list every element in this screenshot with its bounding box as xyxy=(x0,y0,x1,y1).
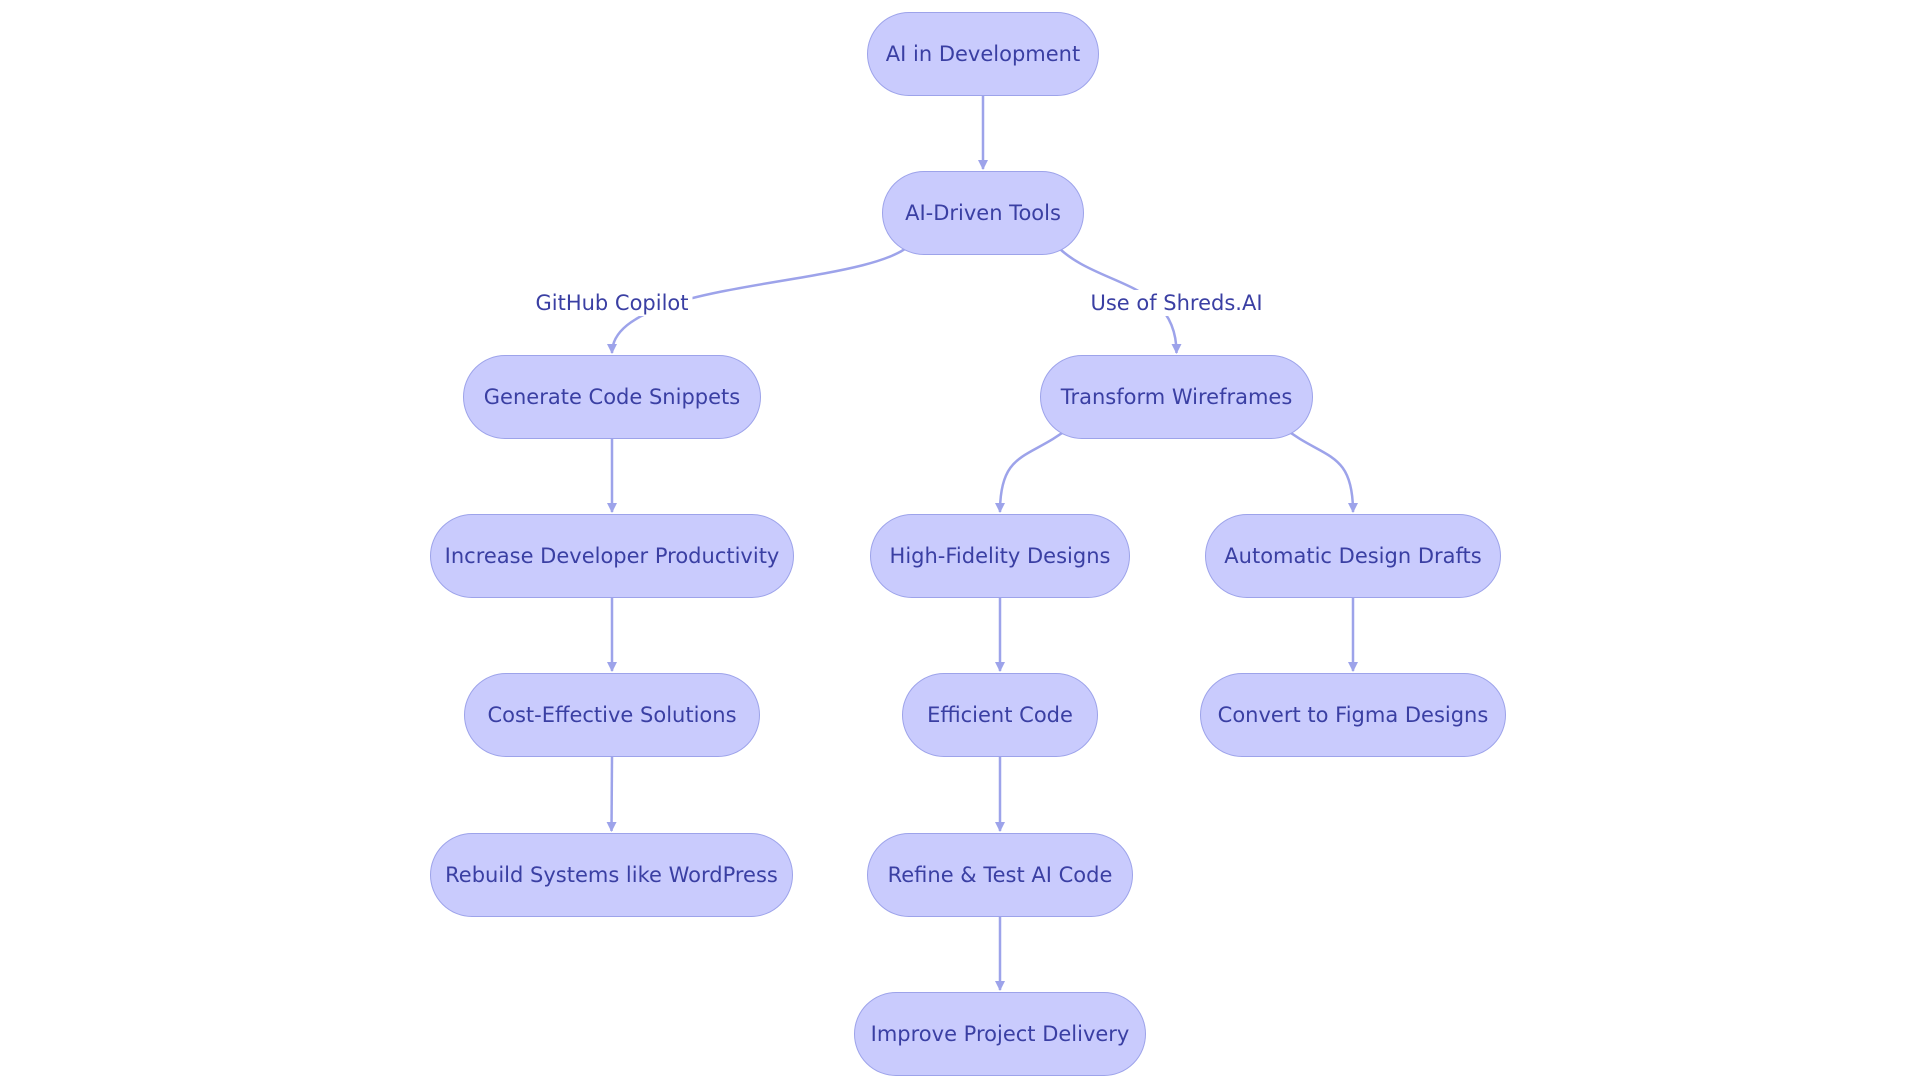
node-high-fidelity-designs: High-Fidelity Designs xyxy=(870,514,1130,598)
node-transform-wireframes: Transform Wireframes xyxy=(1040,355,1313,439)
node-convert-to-figma-designs: Convert to Figma Designs xyxy=(1200,673,1506,757)
node-ai-driven-tools: AI-Driven Tools xyxy=(882,171,1084,255)
node-rebuild-systems-like-wordpress: Rebuild Systems like WordPress xyxy=(430,833,793,917)
edge-label-github-copilot: GitHub Copilot xyxy=(531,290,693,316)
edge-ai_tools-to-transform xyxy=(1053,242,1182,354)
edge-label-use-of-shreds-ai: Use of Shreds.AI xyxy=(1086,290,1267,316)
node-automatic-design-drafts: Automatic Design Drafts xyxy=(1205,514,1501,598)
node-improve-project-delivery: Improve Project Delivery xyxy=(854,992,1146,1076)
node-efficient-code: Efficient Code xyxy=(902,673,1098,757)
edge-cost-to-rebuild xyxy=(606,756,617,832)
node-ai-in-development: AI in Development xyxy=(867,12,1099,96)
node-increase-developer-productivity: Increase Developer Productivity xyxy=(430,514,794,598)
node-cost-effective-solutions: Cost-Effective Solutions xyxy=(464,673,760,757)
node-generate-code-snippets: Generate Code Snippets xyxy=(463,355,761,439)
edge-transform-to-hifi xyxy=(995,426,1071,513)
edge-transform-to-auto_drafts xyxy=(1282,426,1358,513)
edge-ai_tools-to-gen_code xyxy=(607,242,913,354)
node-refine-and-test-ai-code: Refine & Test AI Code xyxy=(867,833,1133,917)
